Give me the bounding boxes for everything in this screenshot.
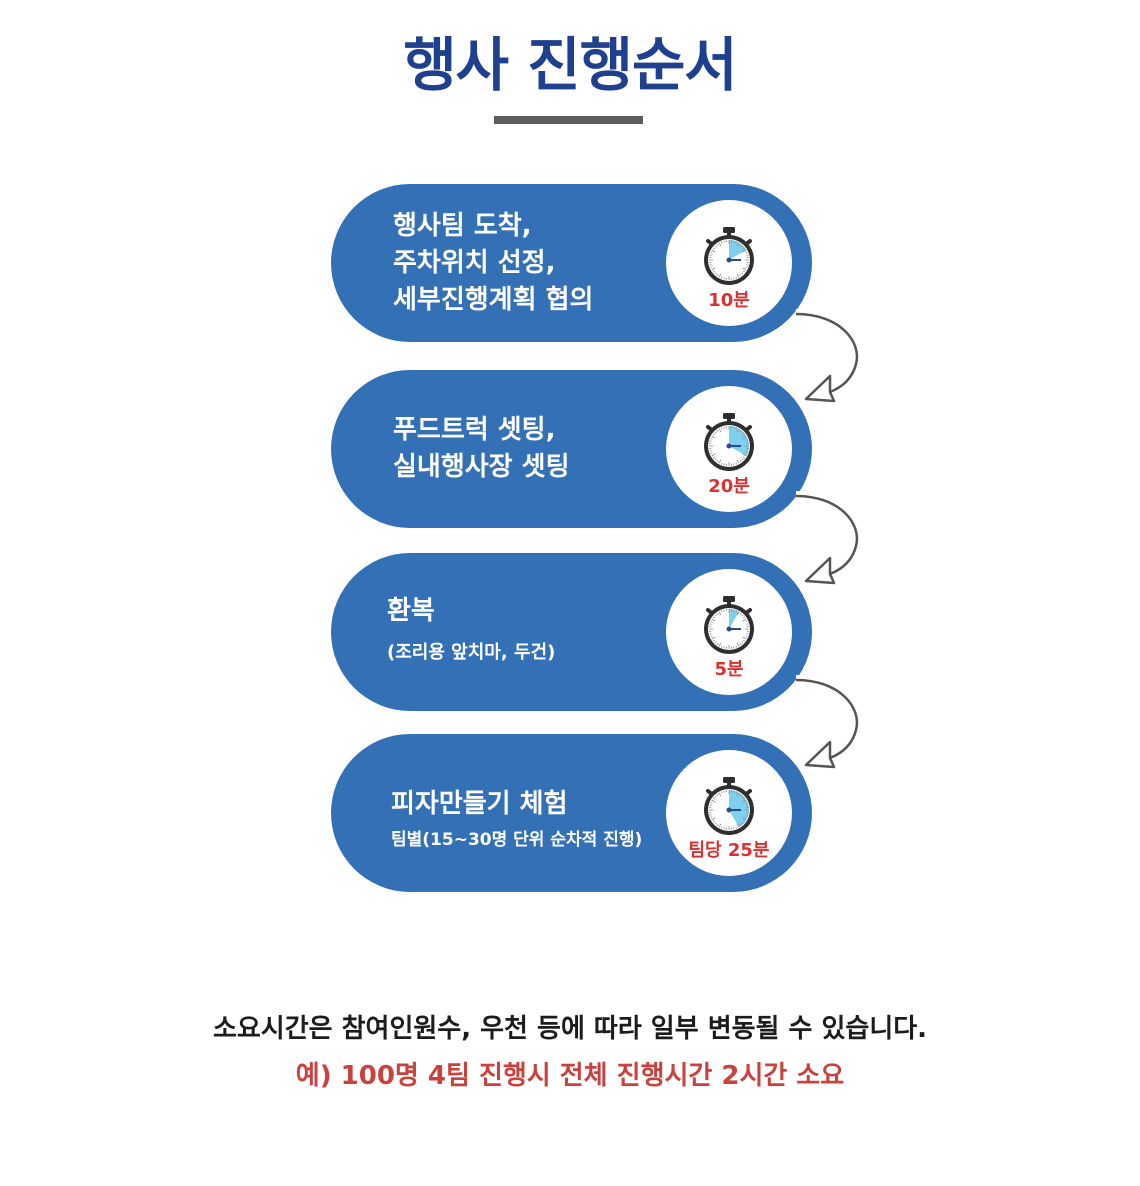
example-note: 예) 100명 4팀 진행시 전체 진행시간 2시간 소요: [295, 1061, 845, 1091]
curved-arrow-icon: [790, 306, 870, 406]
duration-note: 소요시간은 참여인원수, 우천 등에 따라 일부 변동될 수 있습니다.: [212, 1014, 928, 1044]
step-title-line: 환복: [387, 596, 435, 626]
time-badge: 10분: [666, 200, 792, 326]
title-divider: [494, 116, 643, 124]
time-badge: 5분: [666, 569, 792, 695]
step-text: 행사팀 도착, 주차위치 선정, 세부진행계획 협의: [393, 208, 593, 319]
step-card: 푸드트럭 셋팅, 실내행사장 셋팅 20분: [331, 370, 812, 528]
page-title: 행사 진행순서: [403, 31, 737, 99]
step-text: 환복 (조리용 앞치마, 두건): [387, 593, 555, 668]
step-text: 푸드트럭 셋팅, 실내행사장 셋팅: [393, 412, 570, 486]
step-card: 피자만들기 체험 팀별(15~30명 단위 순차적 진행) 팀당 25분: [331, 734, 812, 892]
step-title-line: 세부진행계획 협의: [393, 285, 594, 315]
step-card: 환복 (조리용 앞치마, 두건) 5분: [331, 553, 812, 711]
curved-arrow-icon: [790, 488, 870, 588]
step-subtitle: (조리용 앞치마, 두건): [387, 642, 556, 663]
time-badge: 팀당 25분: [666, 750, 792, 876]
step-title-line: 피자만들기 체험: [391, 789, 568, 819]
time-label: 10분: [708, 290, 750, 311]
time-label: 팀당 25분: [688, 840, 770, 861]
curved-arrow-icon: [790, 672, 870, 772]
step-text: 피자만들기 체험 팀별(15~30명 단위 순차적 진행): [391, 786, 642, 855]
step-title-line: 행사팀 도착,: [393, 211, 532, 241]
step-title-line: 푸드트럭 셋팅,: [393, 415, 556, 445]
step-title-line: 주차위치 선정,: [393, 248, 556, 278]
step-card: 행사팀 도착, 주차위치 선정, 세부진행계획 협의 10분: [331, 184, 812, 342]
step-subtitle: 팀별(15~30명 단위 순차적 진행): [391, 830, 643, 850]
time-label: 5분: [714, 659, 744, 680]
time-badge: 20분: [666, 386, 792, 512]
time-label: 20분: [708, 476, 750, 497]
step-title-line: 실내행사장 셋팅: [393, 452, 570, 482]
